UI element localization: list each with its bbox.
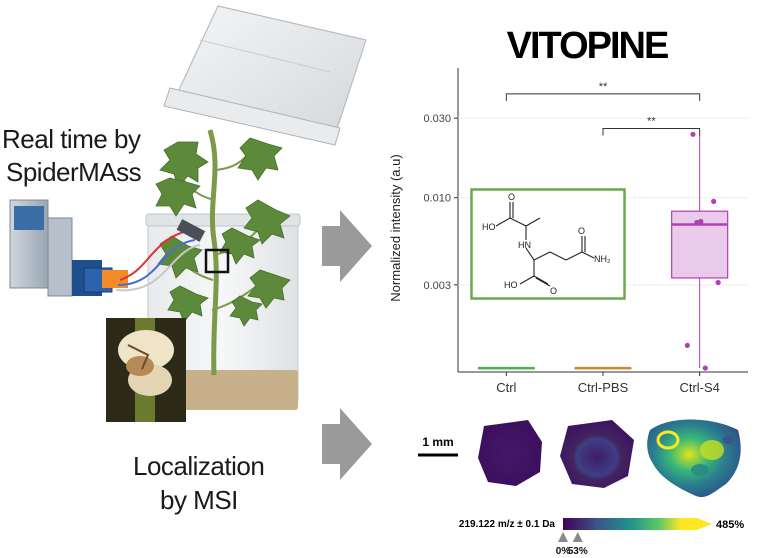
- localization-label-line2: by MSI: [160, 485, 238, 515]
- scalebar-label: 1 mm: [422, 435, 453, 449]
- data-point: [694, 219, 700, 226]
- inverted-cup: [163, 5, 367, 146]
- data-point: [711, 198, 717, 205]
- colorbar-ticks: 0%53%: [556, 532, 588, 557]
- structure-label-o-bottom: O: [550, 286, 557, 296]
- colorbar-tick-label: 53%: [568, 546, 588, 557]
- colorbar-tick-marker: [558, 532, 568, 542]
- structure-label-nh2: NH₂: [594, 254, 611, 264]
- structure-label-hn: HN: [518, 240, 531, 250]
- data-point: [698, 218, 704, 225]
- x-tick-label: Ctrl: [496, 380, 516, 395]
- data-point: [690, 131, 696, 137]
- vitopine-structure: HO O HN O NH₂ HO O: [470, 188, 626, 300]
- colorbar-arrow: [697, 518, 712, 530]
- y-tick-label: 0.030: [423, 113, 451, 125]
- colorbar-tick-label: 0%: [556, 546, 571, 557]
- significance-bracket: [505, 93, 701, 101]
- spidermass-instrument: [9, 199, 206, 297]
- chart-points: [684, 131, 721, 371]
- colorbar-max-label: 485%: [716, 519, 744, 531]
- y-tick-label: 0.010: [423, 193, 451, 205]
- chart-title: VITOPINE: [507, 25, 668, 67]
- structure-frame: [470, 188, 626, 300]
- crown-gall-photo: [106, 318, 186, 422]
- structure-label-ho-bottom: HO: [504, 280, 518, 290]
- colorbar-tick-marker: [572, 532, 583, 542]
- mz-label: 219.122 m/z ± 0.1 Da: [459, 519, 556, 530]
- msi-image-ctrl-pbs: [560, 420, 634, 488]
- arrow-to-msi: [322, 408, 372, 480]
- x-tick-label: Ctrl-PBS: [578, 380, 629, 395]
- structure-label-o-top: O: [508, 192, 515, 202]
- stem-selection-square: [204, 248, 230, 274]
- msi-image-ctrl-s4: [647, 419, 741, 498]
- structure-label-o-right: O: [578, 226, 585, 236]
- arrow-to-chart: [322, 210, 372, 282]
- x-tick-label: Ctrl-S4: [679, 380, 719, 395]
- significance-brackets: ** **: [505, 81, 701, 136]
- significance-label: **: [647, 116, 656, 128]
- realtime-label-line1: Real time by: [2, 124, 141, 154]
- realtime-label-line2: SpiderMAss: [6, 157, 142, 187]
- localization-label-line1: Localization: [133, 451, 265, 481]
- msi-image-ctrl: [478, 420, 542, 486]
- y-tick-label: 0.003: [423, 280, 451, 292]
- significance-bracket: [602, 128, 701, 136]
- data-point: [702, 365, 708, 371]
- data-point: [684, 342, 690, 348]
- significance-label: **: [599, 81, 608, 93]
- data-point: [715, 279, 721, 286]
- structure-label-ho-top: HO: [482, 222, 496, 232]
- chart-ylabel: Normalized intensity (a.u): [388, 154, 403, 301]
- colorbar: [563, 518, 697, 530]
